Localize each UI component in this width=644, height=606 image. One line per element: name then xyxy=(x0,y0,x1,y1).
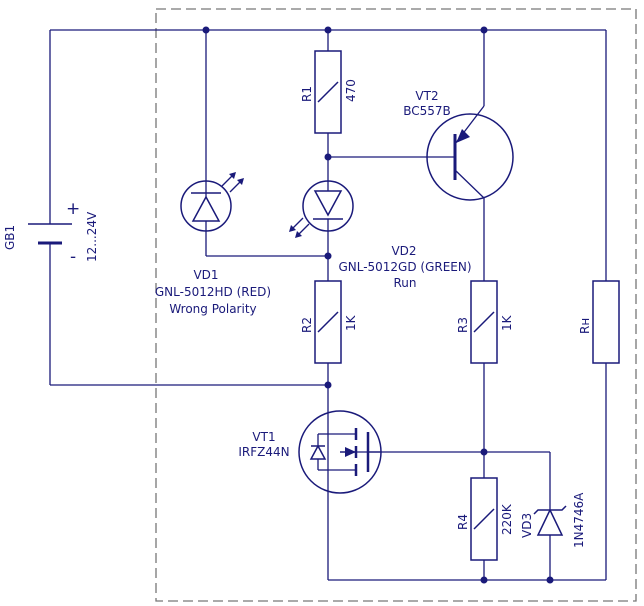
emitter-arrow xyxy=(456,129,470,143)
vd1-type: GNL-5012HD (RED) xyxy=(155,285,271,299)
r3-value: 1K xyxy=(500,314,514,331)
gb1-voltage: 12...24V xyxy=(85,211,99,262)
r2-ref: R2 xyxy=(300,317,314,333)
vd1-ref: VD1 xyxy=(193,268,218,282)
led-vd1 xyxy=(180,180,232,232)
r3-ref: R3 xyxy=(456,317,470,333)
load-resistor-rn xyxy=(592,280,620,364)
junction-dots xyxy=(202,26,554,584)
transistor-vt2 xyxy=(426,105,514,201)
rn-ref: Rн xyxy=(578,318,592,334)
vt2-type: BC557B xyxy=(403,104,451,118)
channel-arrow xyxy=(345,447,356,457)
resistor-r3 xyxy=(470,280,498,364)
battery-gb1 xyxy=(28,223,72,245)
vd3-ref: VD3 xyxy=(520,513,534,538)
vd2-note: Run xyxy=(393,276,416,290)
r1-value: 470 xyxy=(344,79,358,102)
vd1-note: Wrong Polarity xyxy=(169,302,256,316)
resistor-r2 xyxy=(314,280,342,364)
vd2-ref: VD2 xyxy=(391,244,416,258)
r1-ref: R1 xyxy=(300,86,314,102)
r4-ref: R4 xyxy=(456,514,470,530)
resistor-r4 xyxy=(470,477,498,561)
vt1-type: IRFZ44N xyxy=(238,445,289,459)
gb1-minus-sign: - xyxy=(70,247,76,267)
r4-value: 220K xyxy=(500,503,514,535)
led-vd2 xyxy=(302,180,354,232)
body-diode xyxy=(309,444,327,460)
gb1-ref: GB1 xyxy=(3,225,17,250)
vt1-ref: VT1 xyxy=(252,430,275,444)
gb1-plus-sign: + xyxy=(66,199,80,219)
mosfet-vt1 xyxy=(298,410,382,494)
zener-diode-vd3 xyxy=(533,500,567,536)
vd2-type: GNL-5012GD (GREEN) xyxy=(338,260,471,274)
r2-value: 1K xyxy=(344,314,358,331)
vd3-type: 1N4746A xyxy=(572,492,586,548)
light-emission-arrows-vd1 xyxy=(221,172,244,193)
light-emission-arrows-vd2 xyxy=(289,217,310,238)
board-outline xyxy=(155,8,637,602)
vt2-ref: VT2 xyxy=(415,89,438,103)
resistor-r1 xyxy=(314,50,342,134)
wires xyxy=(49,29,607,581)
